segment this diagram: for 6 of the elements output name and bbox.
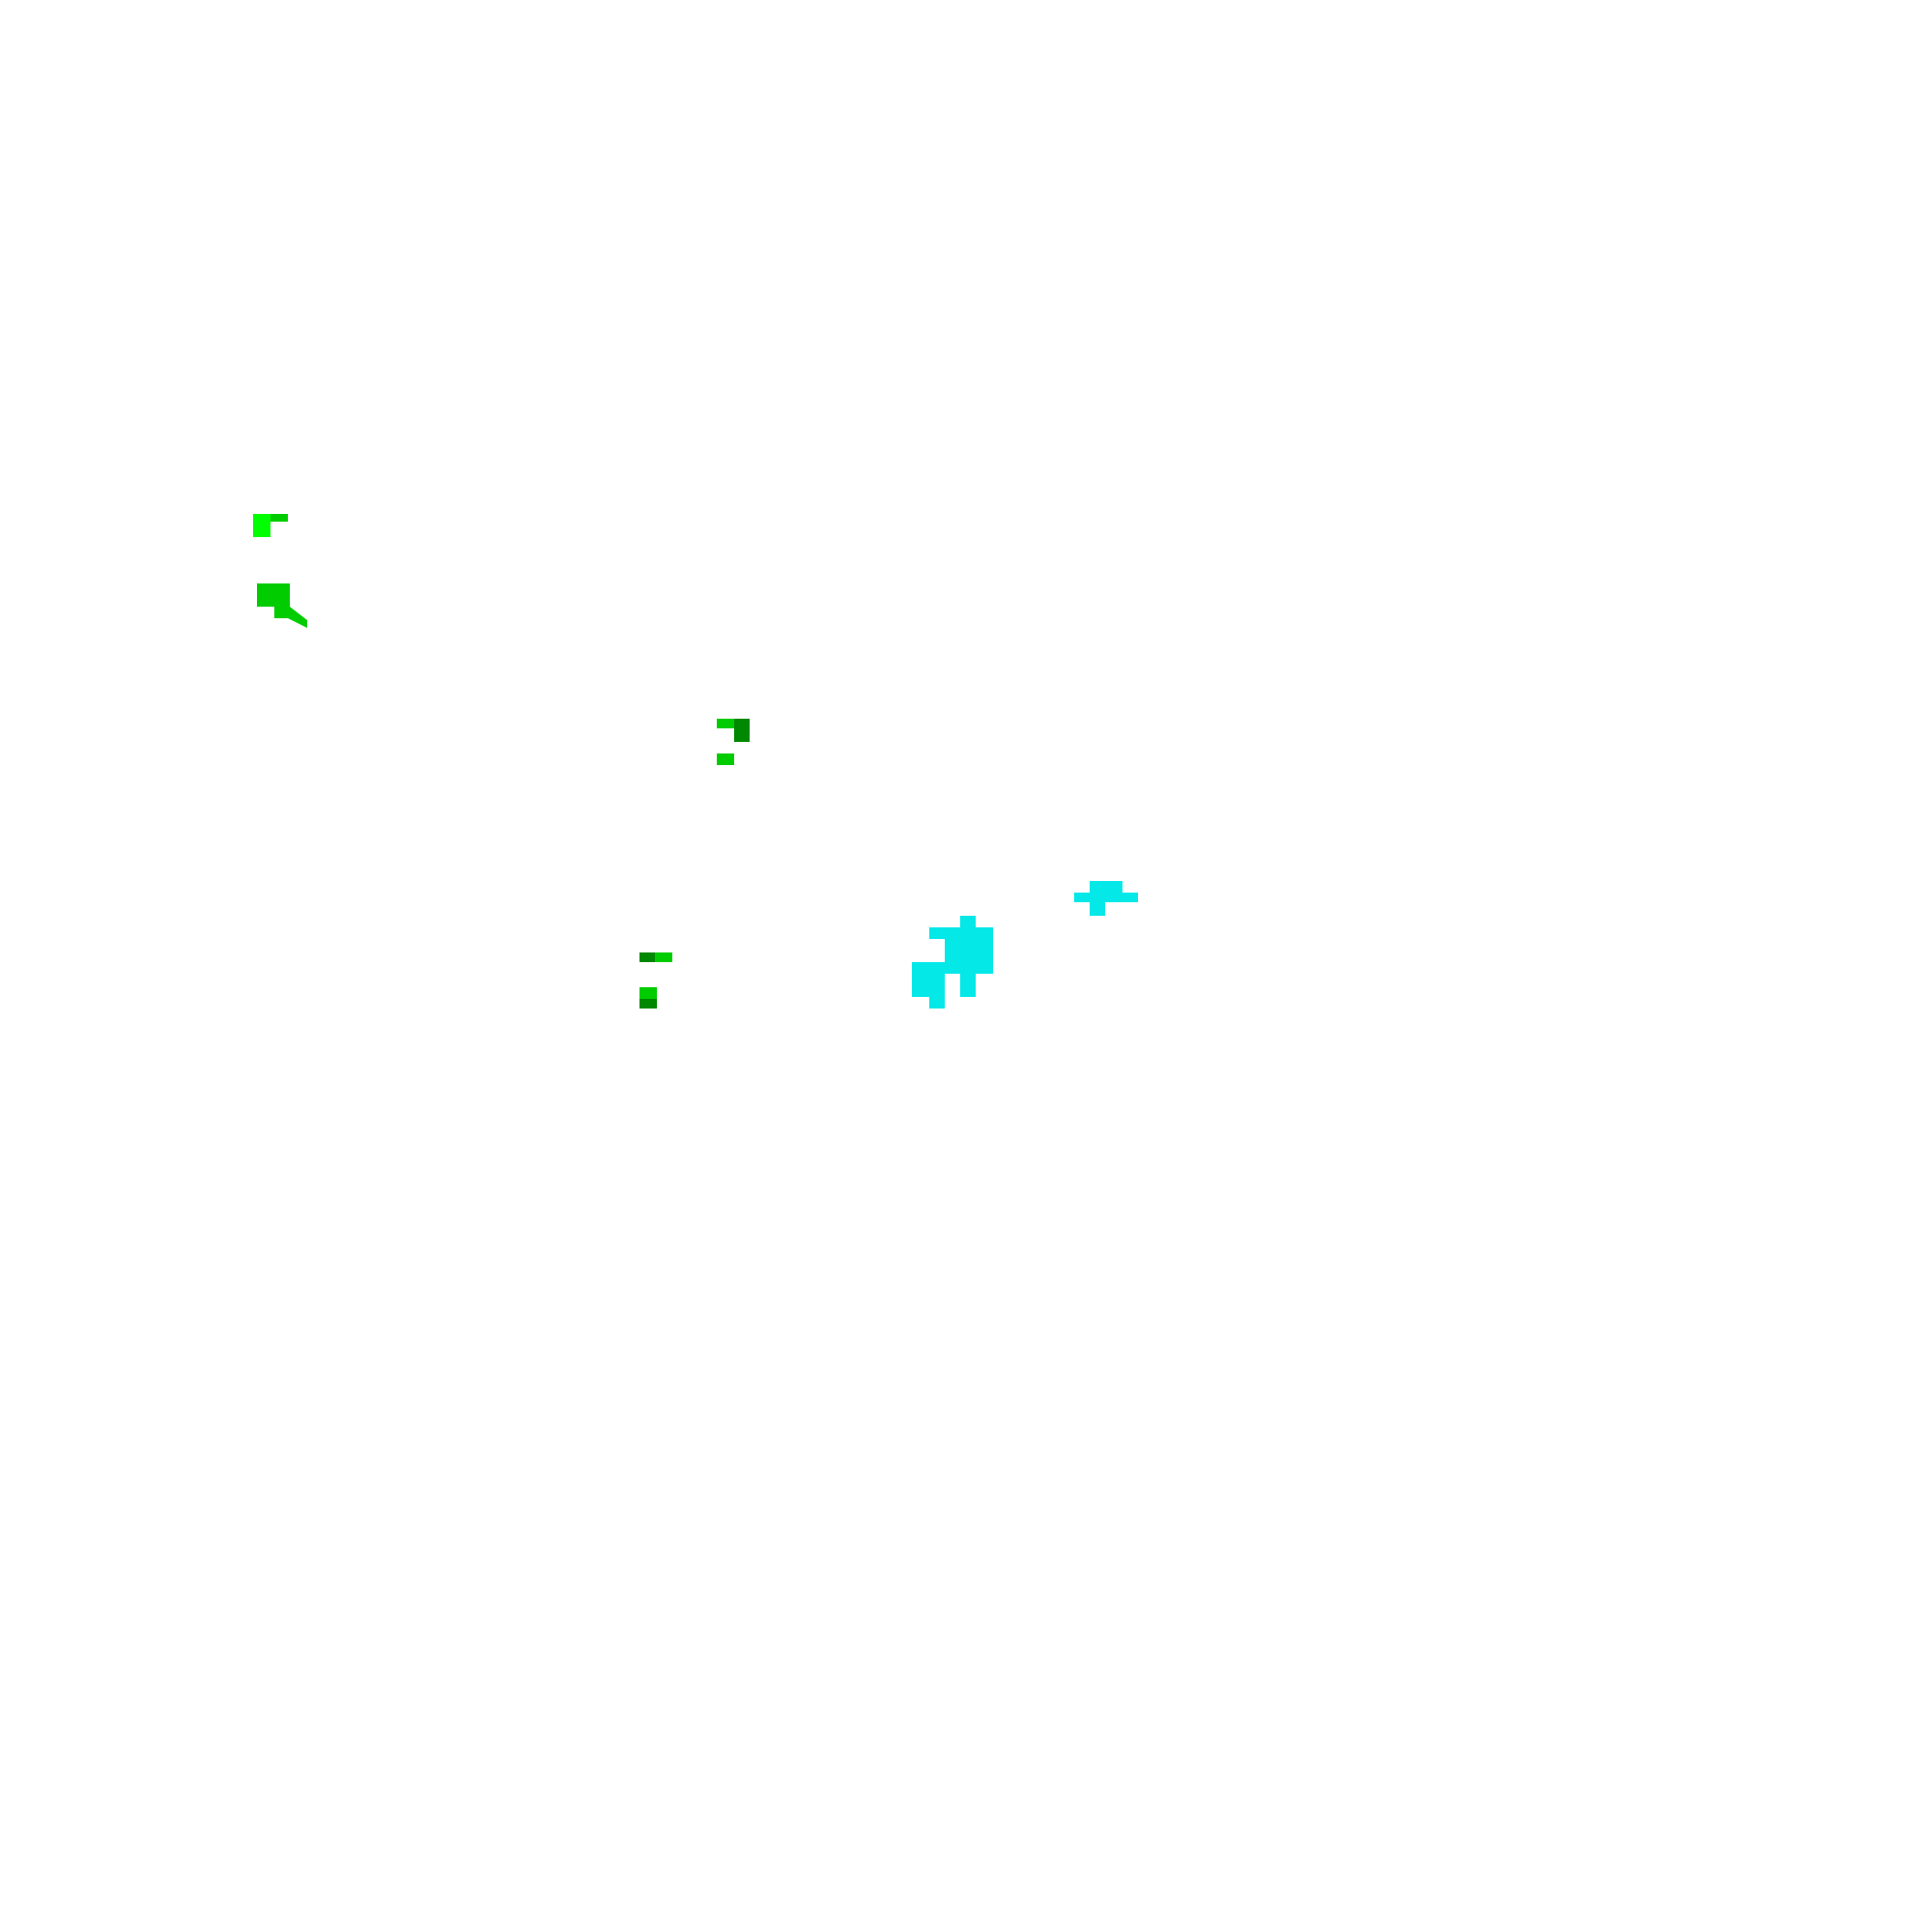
color-patch xyxy=(253,514,288,537)
color-patch xyxy=(257,583,307,628)
color-patch xyxy=(912,916,993,1009)
color-patch xyxy=(1074,881,1138,916)
color-patch xyxy=(717,719,750,765)
color-patch xyxy=(639,952,672,1009)
